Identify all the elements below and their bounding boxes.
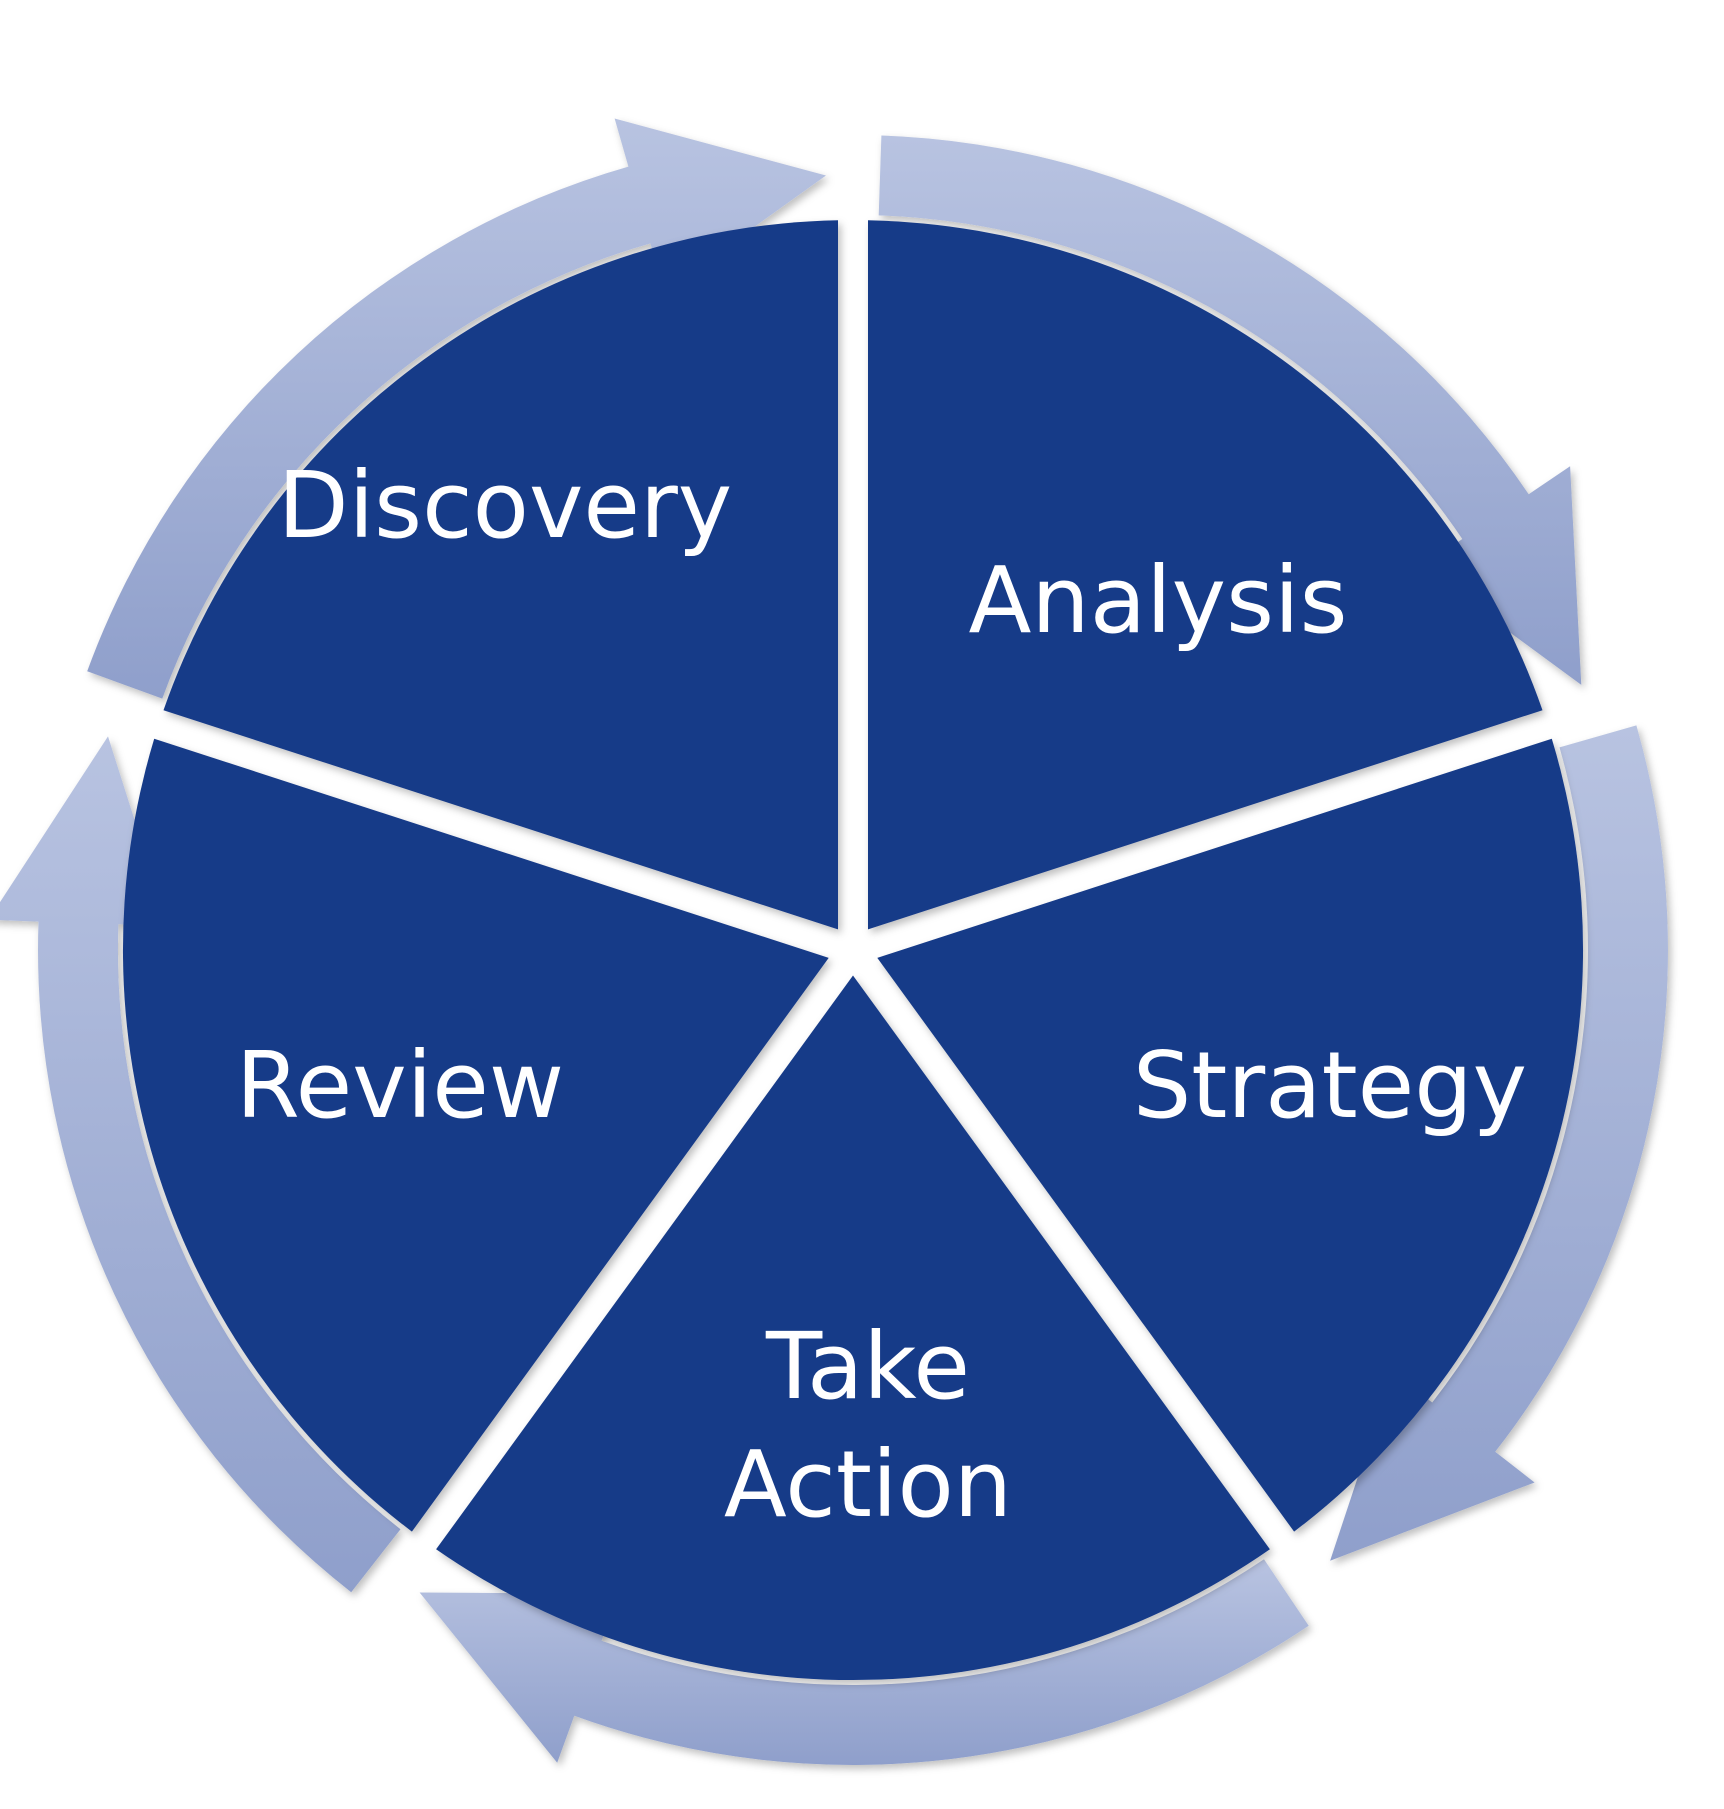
- label-discovery: Discovery: [278, 452, 733, 559]
- label-take-action-line: Action: [724, 1431, 1012, 1538]
- cycle-arrows: [0, 118, 1668, 1765]
- cycle-arrow-take-action: [0, 736, 401, 1593]
- label-review-line: Review: [236, 1032, 564, 1139]
- segment-strategy: [436, 975, 1270, 1681]
- cycle-segments: [122, 220, 1584, 1681]
- label-strategy-line: Strategy: [1133, 1032, 1527, 1139]
- segment-review: [163, 220, 838, 930]
- segment-take-action: [122, 738, 829, 1532]
- cycle-arrow-review: [87, 118, 826, 699]
- label-discovery-line: Discovery: [278, 452, 733, 559]
- cycle-arrow-analysis: [1330, 725, 1668, 1561]
- label-analysis-line: Analysis: [968, 547, 1347, 654]
- label-strategy: Strategy: [1133, 1032, 1527, 1139]
- segment-analysis: [877, 738, 1584, 1532]
- cycle-arrow-strategy: [419, 1559, 1309, 1765]
- segment-discovery: [868, 220, 1543, 930]
- label-review: Review: [236, 1032, 564, 1139]
- label-take-action-line: Take: [765, 1313, 970, 1420]
- label-analysis: Analysis: [968, 547, 1347, 654]
- cycle-arrow-discovery: [878, 135, 1582, 685]
